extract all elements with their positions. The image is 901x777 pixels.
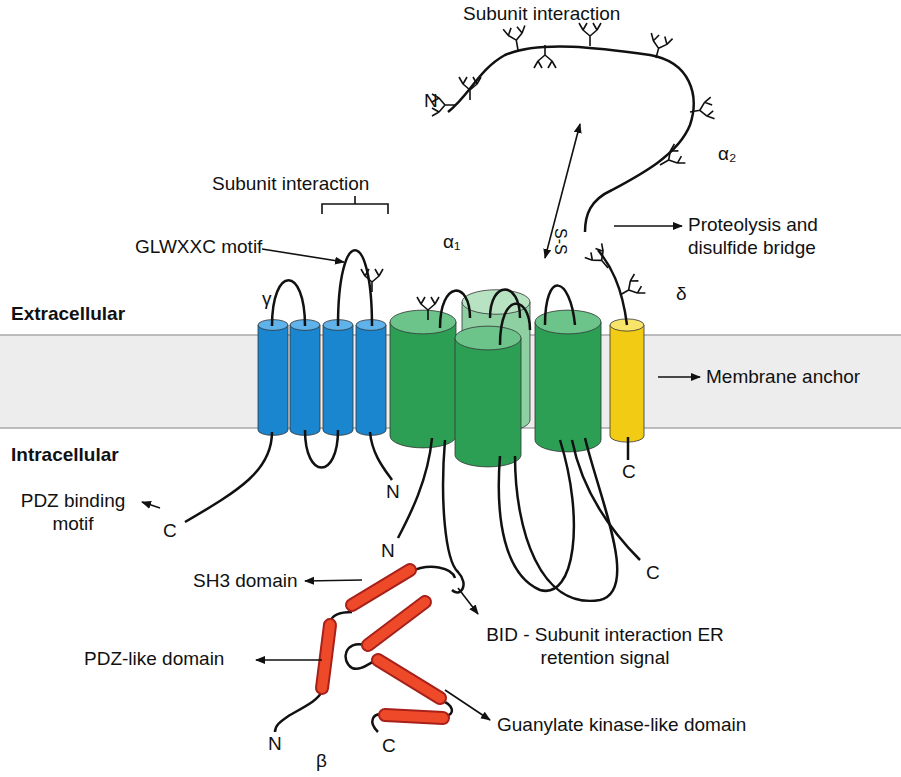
- subunit-name: α₁: [443, 231, 460, 254]
- terminus-label: C: [646, 562, 660, 585]
- region-label: Intracellular: [11, 444, 119, 467]
- helix-cylinder: [290, 325, 320, 435]
- callout-label: Subunit interaction: [212, 173, 369, 196]
- terminus-label: N: [386, 481, 400, 504]
- helix-cylinder-top: [390, 310, 456, 334]
- glycosylation-trees: [361, 23, 715, 320]
- subunit-name: δ: [676, 283, 687, 306]
- terminus-label: C: [382, 735, 396, 758]
- callout-label: Proteolysis and disulfide bridge: [688, 214, 853, 260]
- region-label: Extracellular: [11, 303, 125, 326]
- callout-label: Guanylate kinase-like domain: [497, 714, 746, 737]
- terminus-label: N: [424, 90, 438, 113]
- helix-cylinder: [390, 322, 456, 448]
- beta-helices: [322, 570, 443, 718]
- callout-label: GLWXXC motif: [135, 236, 262, 259]
- helix-cylinder: [258, 325, 288, 435]
- helix-cylinder-top: [455, 326, 521, 350]
- bond-label: S-S: [551, 228, 570, 255]
- helix-cylinder: [356, 325, 386, 435]
- terminus-label: C: [622, 461, 636, 484]
- subunit-name: γ: [262, 288, 272, 311]
- callout-label: PDZ-like domain: [84, 648, 224, 671]
- terminus-label: N: [381, 540, 395, 563]
- terminus-label: C: [163, 520, 177, 543]
- helix-cylinder: [535, 322, 601, 452]
- terminus-label: N: [268, 733, 282, 756]
- callout-label: PDZ binding motif: [8, 490, 138, 536]
- subunit-name: α₂: [718, 143, 736, 166]
- subunit-name: β: [316, 750, 327, 773]
- callout-label: Membrane anchor: [706, 366, 860, 389]
- callout-label: BID - Subunit interaction ER retention s…: [480, 624, 730, 670]
- callout-label: Subunit interaction: [463, 3, 620, 26]
- helix-cylinder: [610, 325, 644, 442]
- helix-cylinder: [455, 338, 521, 467]
- helix-cylinder: [323, 325, 353, 435]
- callout-label: SH3 domain: [193, 570, 298, 593]
